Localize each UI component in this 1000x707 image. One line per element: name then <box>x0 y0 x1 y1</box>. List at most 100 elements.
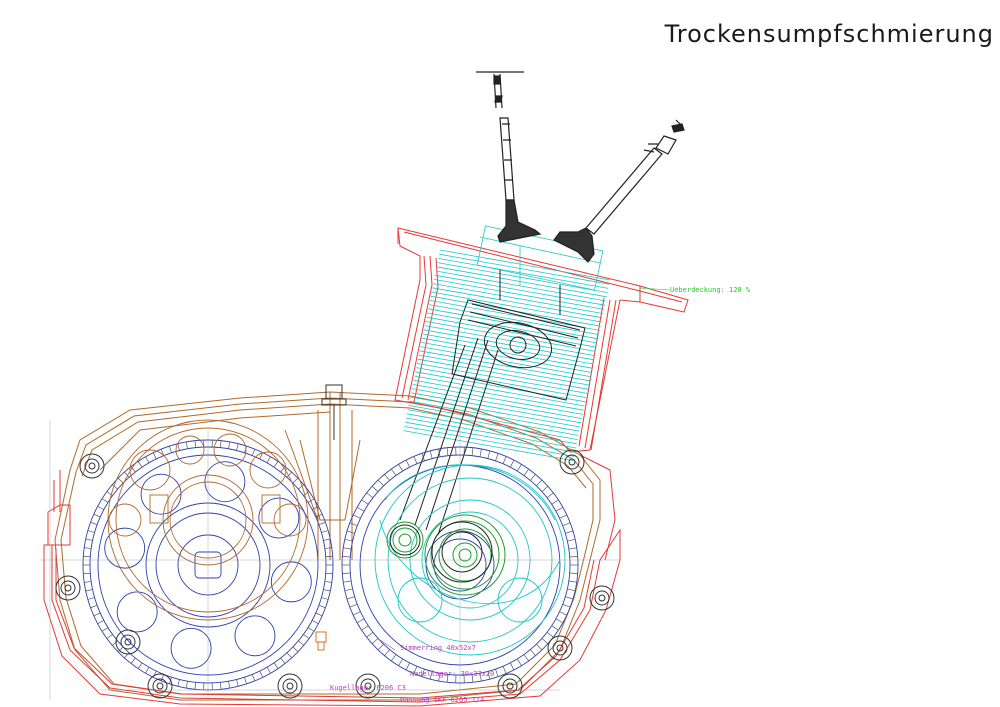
casing-lower-red <box>43 454 621 707</box>
left-gear-tooth <box>124 471 130 478</box>
right-gear-tooth <box>530 649 536 656</box>
left-gear-tooth <box>194 682 197 690</box>
right-gear-tooth <box>421 668 425 677</box>
left-gear-tooth <box>177 443 180 451</box>
left-gear-tooth <box>307 627 315 632</box>
construction-lines <box>40 420 620 700</box>
left-gear-tooth <box>236 679 239 687</box>
cylinder-fin <box>433 283 604 314</box>
bolt-head <box>564 454 580 470</box>
left-gear-tooth <box>273 662 279 669</box>
cylinder-fin <box>439 253 610 285</box>
left-gear-tooth <box>323 538 331 541</box>
right-gear-tooth <box>438 448 441 457</box>
right-gear-tooth <box>346 530 355 534</box>
right-gear-tooth <box>405 662 411 671</box>
bolt-head <box>568 458 576 466</box>
right-gear-tooth <box>567 539 576 542</box>
left-gear-tooth <box>273 461 279 468</box>
right-gear-tooth <box>541 485 549 492</box>
right-gear-tooth <box>562 603 571 608</box>
cylinder-fin <box>407 409 578 440</box>
left-gear-tooth <box>152 452 157 460</box>
left-gear-tooth <box>228 681 231 689</box>
cylinder-fin <box>409 400 580 432</box>
left-gear-tooth <box>93 513 101 518</box>
cylinder-fin <box>411 392 582 424</box>
cylinder-fin <box>426 316 597 348</box>
cylinder-fin <box>405 417 577 449</box>
right-gear-tooth <box>523 654 529 662</box>
cylinder-fin <box>415 371 586 403</box>
oil-fitting <box>315 631 327 651</box>
intake-valve <box>476 71 542 243</box>
left-gear-tooth <box>312 506 319 510</box>
left-gear-hole <box>170 627 212 669</box>
left-gear-tooth <box>236 443 239 451</box>
cylinder-fin <box>411 388 583 419</box>
right-gear-tooth <box>471 447 474 456</box>
right-gear-tooth <box>361 625 369 631</box>
right-gear-tooth <box>344 588 353 591</box>
cylinder-fin <box>428 308 599 340</box>
left-gear-tooth <box>280 466 286 473</box>
right-gear-tooth <box>356 506 365 512</box>
right-gear-tooth <box>471 674 474 683</box>
left-gear-tooth <box>251 448 256 456</box>
left-gear-tooth <box>266 667 271 674</box>
left-gear-tooth <box>90 521 98 525</box>
left-gear-tooth <box>106 634 113 639</box>
cylinder-fin <box>439 249 611 281</box>
cylinder-fin <box>423 329 594 361</box>
left-gear-hole <box>258 497 300 539</box>
left-gear-tooth <box>280 657 286 664</box>
bolt-head <box>147 673 173 699</box>
right-gear-tooth <box>509 662 515 671</box>
right-gear-tooth <box>371 638 379 645</box>
case-bolts <box>55 449 615 699</box>
left-gear-tooth <box>84 547 92 549</box>
cylinder-note: Ueberdeckung: 120 % <box>670 286 751 294</box>
page-title: Trockensumpfschmierung <box>664 20 994 48</box>
left-gear-tooth <box>160 674 165 682</box>
right-gear-tooth <box>377 479 384 487</box>
right-gear-tooth <box>568 580 577 583</box>
right-gear-tooth <box>517 464 522 472</box>
left-gear-tooth <box>152 670 157 678</box>
cylinder-fin <box>416 367 587 398</box>
cylinder-fin <box>417 358 588 390</box>
right-gear-tooth <box>446 674 449 683</box>
left-gear-hole <box>116 591 158 633</box>
left-gear-tooth <box>298 484 304 490</box>
bolt-head <box>124 638 132 646</box>
right-gear-tooth <box>346 596 355 600</box>
cylinder-fin <box>431 291 602 323</box>
bolt-head <box>55 575 81 601</box>
left-gear-tooth <box>101 627 109 632</box>
cylinder-fin <box>428 304 600 335</box>
bolt-head <box>552 640 568 656</box>
left-gear-tooth <box>323 589 331 592</box>
cylinder-outline <box>394 227 689 453</box>
right-gear-tooth <box>555 506 564 512</box>
right-gear-tooth <box>343 580 352 583</box>
left-gear-tooth <box>160 448 165 456</box>
right-gear-tooth <box>495 453 499 462</box>
bolt-head <box>277 673 303 699</box>
right-gear-tooth <box>523 468 529 476</box>
bolt-head <box>120 634 136 650</box>
cylinder-fin <box>419 350 590 382</box>
left-gear-tooth <box>145 667 150 674</box>
right-gear-tooth <box>344 539 353 542</box>
bolt-head <box>364 682 372 690</box>
bolt-head <box>79 453 105 479</box>
right-gear-tooth <box>546 492 554 499</box>
bolt-head <box>360 678 376 694</box>
left-gear-tooth <box>84 581 92 583</box>
bolt-head <box>559 449 585 475</box>
bolt-head <box>355 673 381 699</box>
cylinder-fin <box>429 300 600 331</box>
cylinder-fin <box>438 258 609 289</box>
crank-pin <box>389 521 493 583</box>
right-gear-tooth <box>349 603 358 608</box>
